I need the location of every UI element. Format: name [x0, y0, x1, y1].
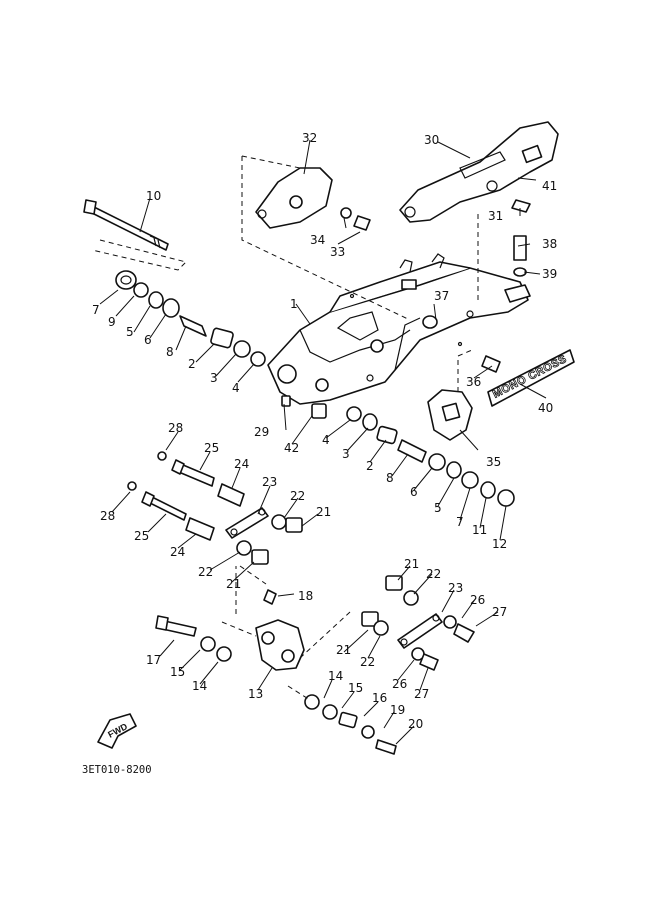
mono-cross-decal: MONO CROSS: [487, 349, 575, 407]
callout-28: 28: [168, 421, 183, 435]
connecting-rod: [155, 589, 397, 755]
callout-1: 1: [290, 297, 298, 311]
callout-23: 23: [262, 475, 277, 489]
callout-39: 39: [542, 267, 557, 281]
callout-37: 37: [434, 289, 449, 303]
callout-8: 8: [166, 345, 174, 359]
callout-27: 27: [492, 605, 507, 619]
callout-25: 25: [204, 441, 219, 455]
callout-42: 42: [284, 441, 299, 455]
callout-25b: 25: [134, 529, 149, 543]
callout-12: 12: [492, 537, 507, 551]
callout-3: 3: [210, 371, 218, 385]
callout-4: 4: [232, 381, 240, 395]
callout-17: 17: [146, 653, 161, 667]
callout-16: 16: [372, 691, 387, 705]
callout-18: 18: [298, 589, 313, 603]
callout-3b: 3: [342, 447, 350, 461]
callout-22c: 22: [360, 655, 375, 669]
callout-27b: 27: [414, 687, 429, 701]
pivot-shaft: [83, 199, 187, 271]
callout-6b: 6: [410, 485, 418, 499]
callout-8b: 8: [386, 471, 394, 485]
relay-arm-group: [127, 451, 303, 565]
callout-35: 35: [486, 455, 501, 469]
callout-2: 2: [188, 357, 196, 371]
callout-7: 7: [92, 303, 100, 317]
right-relay-link: [385, 575, 475, 671]
forward-direction-arrow: FWD: [97, 713, 137, 749]
callout-34: 34: [310, 233, 325, 247]
callout-32: 32: [302, 131, 317, 145]
callout-28b: 28: [100, 509, 115, 523]
callout-40: 40: [538, 401, 553, 415]
callout-22b: 22: [198, 565, 213, 579]
callout-41: 41: [542, 179, 557, 193]
callout-4b: 4: [322, 433, 330, 447]
callout-36: 36: [466, 375, 481, 389]
callout-22: 22: [290, 489, 305, 503]
callout-31: 31: [488, 209, 503, 223]
chain-case: [399, 121, 559, 223]
callout-15: 15: [170, 665, 185, 679]
callout-30: 30: [424, 133, 439, 147]
callout-15b: 15: [348, 681, 363, 695]
callout-13: 13: [248, 687, 263, 701]
callout-6: 6: [144, 333, 152, 347]
callout-19: 19: [390, 703, 405, 717]
callout-21c: 21: [336, 643, 351, 657]
callout-23b: 23: [448, 581, 463, 595]
callout-10: 10: [146, 189, 161, 203]
chain-support: [427, 389, 473, 441]
callout-24b: 24: [170, 545, 185, 559]
left-pivot-stack: [115, 270, 266, 367]
callout-11: 11: [472, 523, 487, 537]
callout-14b: 14: [328, 669, 343, 683]
callout-22d: 22: [426, 567, 441, 581]
callout-24: 24: [234, 457, 249, 471]
callout-labels: 1 2 2 3 3 4 4 5 5 6 6 7 7 8 8 9 10 11 12…: [92, 131, 557, 731]
diagram-code: 3ET010-8200: [82, 764, 152, 776]
callout-38: 38: [542, 237, 557, 251]
callout-7b: 7: [456, 515, 464, 529]
chain-guide: [255, 167, 333, 229]
callout-21b: 21: [226, 577, 241, 591]
decal-text: MONO CROSS: [491, 353, 569, 401]
callout-21d: 21: [404, 557, 419, 571]
callout-29: 29: [254, 425, 269, 439]
callout-14: 14: [192, 679, 207, 693]
callout-26: 26: [470, 593, 485, 607]
callout-21: 21: [316, 505, 331, 519]
callout-5b: 5: [434, 501, 442, 515]
callout-5: 5: [126, 325, 134, 339]
callout-2b: 2: [366, 459, 374, 473]
right-pivot-stack: [311, 403, 515, 507]
callout-26b: 26: [392, 677, 407, 691]
leader-lines: [99, 139, 547, 745]
callout-20: 20: [408, 717, 423, 731]
swingarm: [267, 253, 531, 405]
callout-33: 33: [330, 245, 345, 259]
callout-9: 9: [108, 315, 116, 329]
